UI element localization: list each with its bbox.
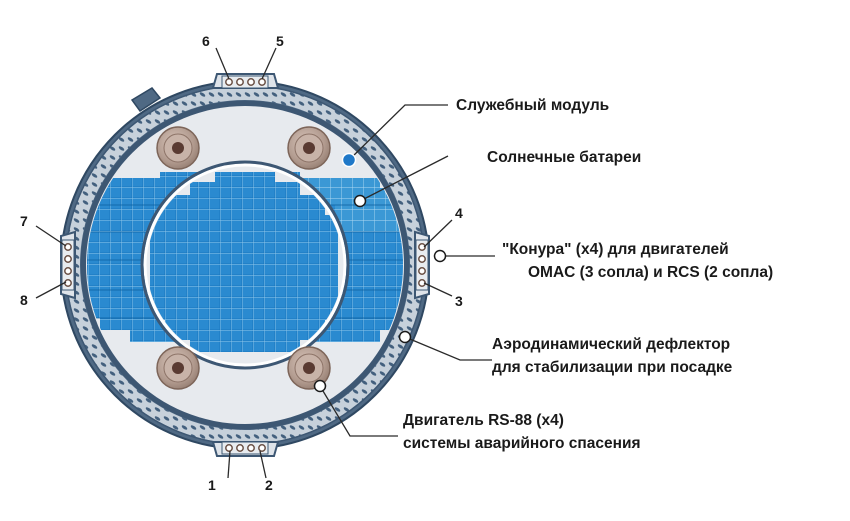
doghouse-top: [211, 73, 280, 89]
callout-leaders: [319, 104, 495, 437]
doghouse-marker: [433, 249, 447, 263]
service-module-marker: [341, 152, 357, 168]
inner-solar-disc: [140, 160, 350, 370]
number-6: 6: [202, 33, 210, 49]
number-3: 3: [455, 293, 463, 309]
doghouse-bottom: [211, 441, 280, 457]
label-solar-panels: Солнечные батареи: [487, 149, 641, 166]
label-doghouse-2: OMAC (3 сопла) и RCS (2 сопла): [528, 264, 773, 281]
engine-marker: [313, 379, 327, 393]
number-5: 5: [276, 33, 284, 49]
position-numbers: 1 2 3 4 5 6 7 8: [20, 33, 463, 493]
callout-markers: [313, 152, 447, 393]
rs88-engine-top-right: [287, 126, 331, 170]
label-engine-1: Двигатель RS-88 (x4): [403, 412, 564, 429]
doghouses: [60, 73, 430, 457]
solar-panels-marker: [353, 194, 367, 208]
rs88-engine-bottom-left: [156, 346, 200, 390]
label-deflector-1: Аэродинамический дефлектор: [492, 336, 730, 353]
number-leaders: [35, 47, 453, 479]
doghouse-left: [60, 230, 76, 300]
label-doghouse-1: "Конура" (x4) для двигателей: [502, 241, 729, 258]
rs88-engines: [156, 126, 331, 390]
number-2: 2: [265, 477, 273, 493]
callout-labels: Служебный модуль Солнечные батареи "Кону…: [403, 97, 773, 452]
number-7: 7: [20, 213, 28, 229]
number-1: 1: [208, 477, 216, 493]
label-deflector-2: для стабилизации при посадке: [492, 359, 733, 376]
label-engine-2: системы аварийного спасения: [403, 435, 641, 452]
deflector-marker: [398, 330, 412, 344]
number-8: 8: [20, 292, 28, 308]
label-service-module: Служебный модуль: [456, 97, 609, 114]
rs88-engine-bottom-right: [287, 346, 331, 390]
rs88-engine-top-left: [156, 126, 200, 170]
doghouse-right: [414, 230, 430, 300]
number-4: 4: [455, 205, 463, 221]
